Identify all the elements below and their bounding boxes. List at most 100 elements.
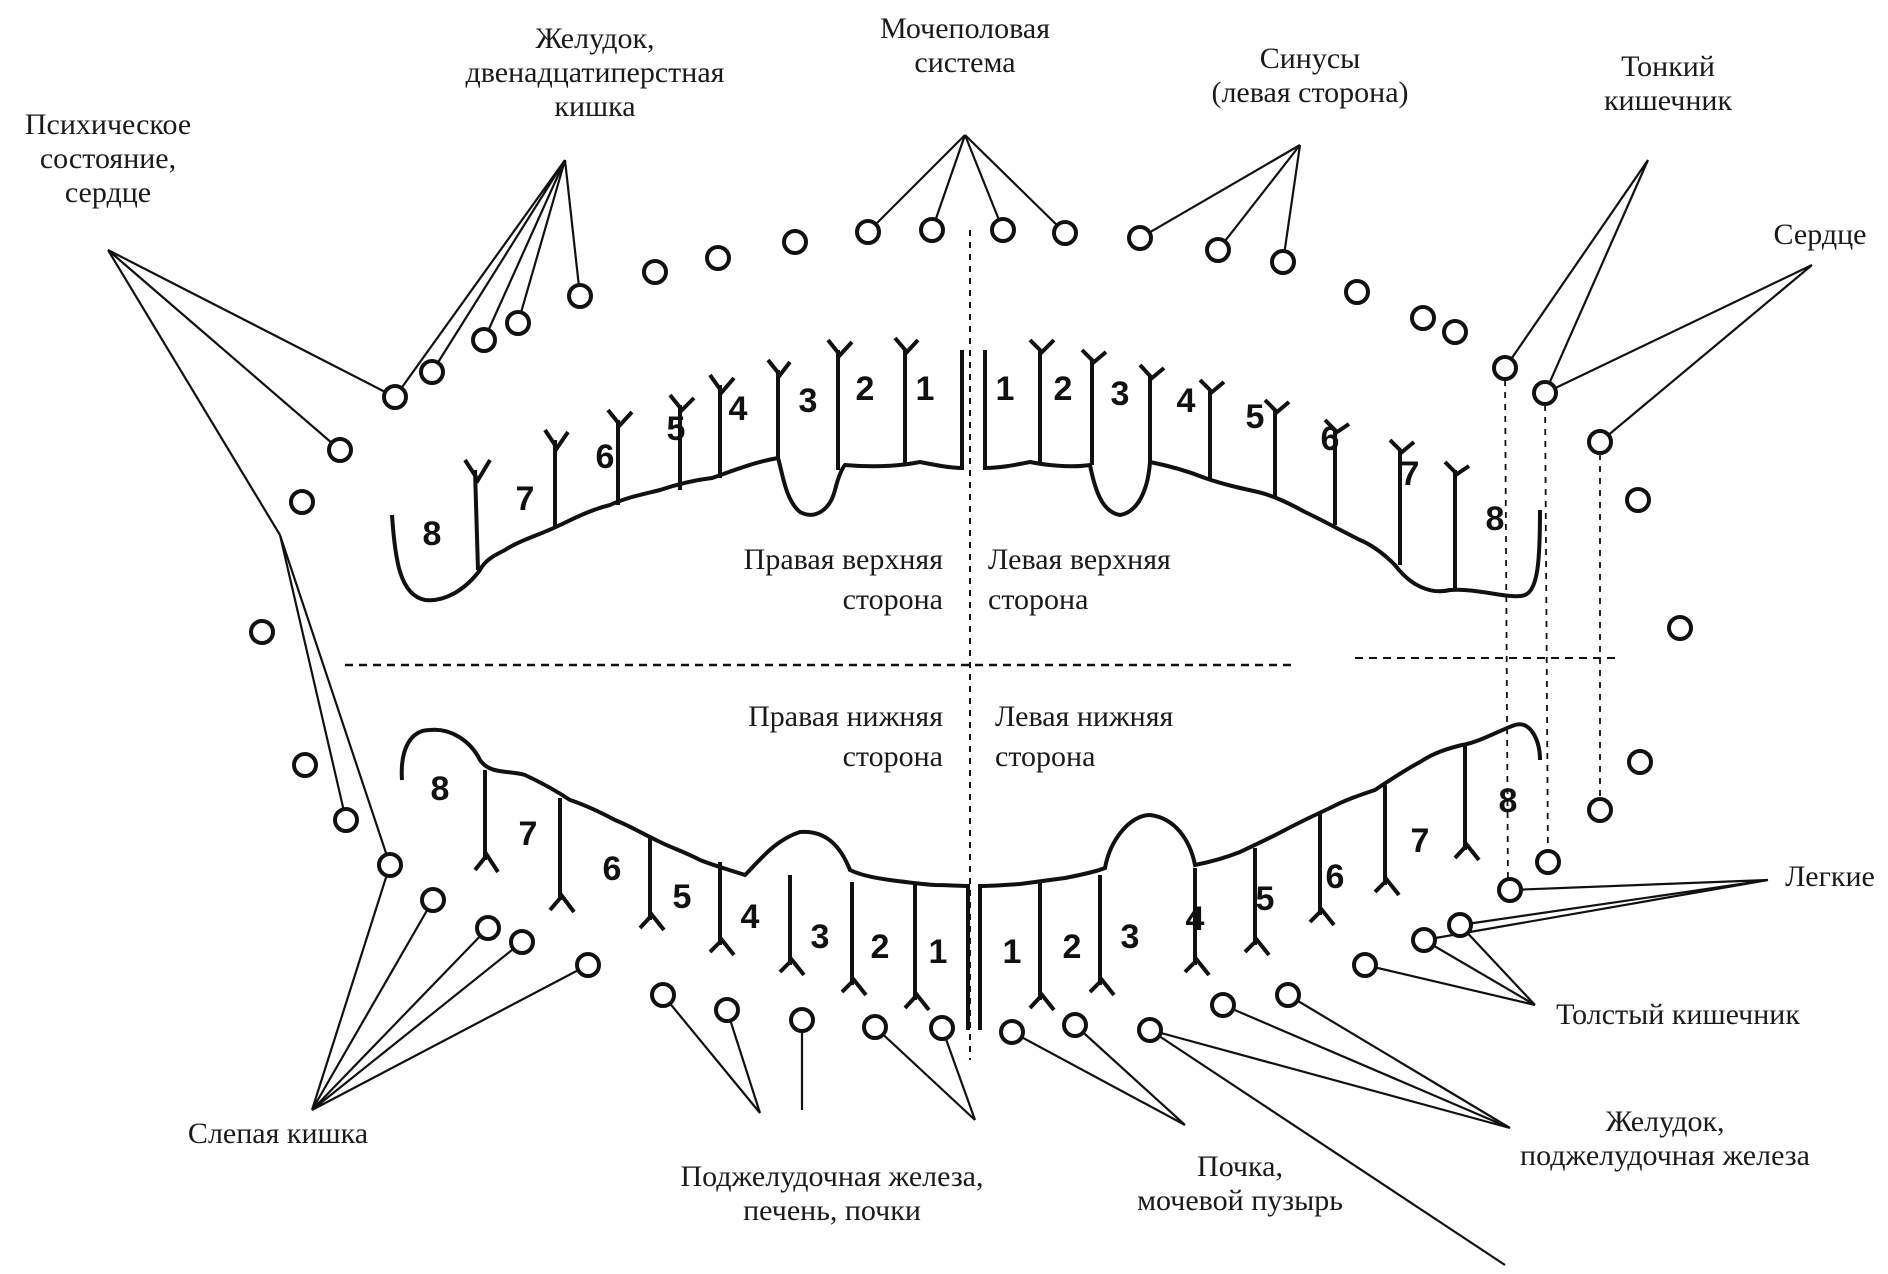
- organ-point-circle: [291, 491, 313, 513]
- tooth-number-upper-right-7: 2: [856, 370, 875, 408]
- label-line: двенадцатиперстная: [466, 56, 725, 90]
- label-stomach-duodenum: Желудок, двенадцатиперстная кишка: [466, 22, 725, 124]
- upper-tooth-dividers: [465, 338, 1469, 590]
- quadrant-line: сторона: [748, 737, 943, 777]
- organ-point-circle: [652, 984, 674, 1006]
- label-line: Психическое: [25, 108, 191, 142]
- tooth-number-upper-left-5: 5: [1246, 398, 1265, 436]
- connector-lines: [108, 135, 1812, 1265]
- organ-point-circle: [1001, 1021, 1023, 1043]
- tooth-number-upper-left-6: 6: [1321, 420, 1340, 458]
- label-line: Синусы: [1211, 42, 1408, 76]
- tooth-number-upper-left-8: 8: [1486, 500, 1505, 538]
- quadrant-lower-right: Правая нижняя сторона: [748, 697, 943, 777]
- tooth-number-upper-left-2: 2: [1054, 370, 1073, 408]
- label-line: кишка: [466, 90, 725, 124]
- organ-point-circle: [1277, 984, 1299, 1006]
- tooth-number-lower-right-4: 5: [673, 878, 692, 916]
- organ-point-circle: [569, 285, 591, 307]
- organ-point-circle: [1354, 954, 1376, 976]
- organ-point-circle: [1669, 617, 1691, 639]
- label-lungs: Легкие: [1785, 860, 1875, 894]
- organ-point-circle: [1129, 227, 1151, 249]
- organ-point-circle: [1413, 929, 1435, 951]
- quadrant-line: Левая нижняя: [995, 697, 1173, 737]
- label-line: Тонкий: [1604, 50, 1732, 84]
- organ-point-circle: [1054, 222, 1076, 244]
- label-line: Почка,: [1137, 1150, 1343, 1184]
- organ-point-circle: [864, 1016, 886, 1038]
- label-line: состояние,: [25, 142, 191, 176]
- label-line: сердце: [25, 176, 191, 210]
- upper-arch-outline: [392, 350, 1540, 600]
- quadrant-line: сторона: [988, 580, 1171, 620]
- tooth-number-lower-right-3: 6: [603, 850, 622, 888]
- organ-point-circle: [577, 954, 599, 976]
- label-line: Желудок,: [1520, 1105, 1810, 1139]
- organ-point-circle: [644, 261, 666, 283]
- tooth-number-lower-left-2: 2: [1063, 928, 1082, 966]
- organ-point-circle: [921, 219, 943, 241]
- organ-point-circle: [716, 999, 738, 1021]
- tooth-number-lower-left-3: 3: [1121, 918, 1140, 956]
- organ-point-circle: [1207, 239, 1229, 261]
- organ-point-circle: [992, 219, 1014, 241]
- tooth-number-upper-right-4: 5: [667, 410, 686, 448]
- tooth-number-lower-right-1: 8: [431, 770, 450, 808]
- label-line: система: [880, 46, 1050, 80]
- label-line: мочевой пузырь: [1137, 1184, 1343, 1218]
- organ-point-circle: [1346, 281, 1368, 303]
- quadrant-line: Правая нижняя: [748, 697, 943, 737]
- tooth-number-upper-left-3: 3: [1111, 375, 1130, 413]
- tooth-number-lower-right-2: 7: [519, 815, 538, 853]
- label-stomach-pancreas: Желудок, поджелудочная железа: [1520, 1105, 1810, 1173]
- label-pancreas-liver: Поджелудочная железа, печень, почки: [680, 1160, 983, 1228]
- tooth-number-upper-right-5: 4: [729, 390, 748, 428]
- tooth-number-upper-left-7: 7: [1401, 455, 1420, 493]
- organ-point-circle: [1629, 751, 1651, 773]
- quadrant-line: сторона: [995, 737, 1173, 777]
- tooth-number-lower-right-6: 3: [811, 918, 830, 956]
- organ-point-circle: [384, 386, 406, 408]
- label-kidney-bladder: Почка, мочевой пузырь: [1137, 1150, 1343, 1218]
- label-line: печень, почки: [680, 1194, 983, 1228]
- organ-point-circle: [473, 329, 495, 351]
- label-line: (левая сторона): [1211, 76, 1408, 110]
- label-small-intestine: Тонкий кишечник: [1604, 50, 1732, 118]
- organ-point-circle: [1589, 799, 1611, 821]
- tooth-number-upper-right-8: 1: [916, 370, 935, 408]
- tooth-number-lower-right-7: 2: [871, 928, 890, 966]
- label-line: кишечник: [1604, 84, 1732, 118]
- label-line: Слепая кишка: [188, 1117, 368, 1151]
- label-line: Толстый кишечник: [1556, 998, 1800, 1032]
- organ-point-circle: [421, 361, 443, 383]
- label-line: Поджелудочная железа,: [680, 1160, 983, 1194]
- organ-point-circle: [1537, 851, 1559, 873]
- organ-point-circle: [1139, 1019, 1161, 1041]
- organ-point-circle: [784, 231, 806, 253]
- label-line: Желудок,: [466, 22, 725, 56]
- label-line: поджелудочная железа: [1520, 1139, 1810, 1173]
- organ-point-circle: [1212, 994, 1234, 1016]
- organ-point-circle: [1272, 251, 1294, 273]
- quadrant-lower-left: Левая нижняя сторона: [995, 697, 1173, 777]
- label-heart: Сердце: [1774, 218, 1867, 252]
- organ-point-circle: [251, 621, 273, 643]
- label-line: Легкие: [1785, 860, 1875, 894]
- organ-point-circle: [294, 754, 316, 776]
- label-line: Мочеполовая: [880, 12, 1050, 46]
- label-line: Сердце: [1774, 218, 1867, 252]
- organ-point-circle: [1412, 307, 1434, 329]
- organ-point-circle: [511, 931, 533, 953]
- label-large-intestine: Толстый кишечник: [1556, 998, 1800, 1032]
- tooth-number-lower-left-7: 7: [1411, 822, 1430, 860]
- tooth-number-lower-right-8: 1: [929, 933, 948, 971]
- label-urogenital: Мочеполовая система: [880, 12, 1050, 80]
- tooth-number-upper-right-2: 7: [516, 480, 535, 518]
- tooth-number-upper-left-4: 4: [1177, 382, 1196, 420]
- organ-point-circle: [1494, 357, 1516, 379]
- organ-point-circle: [1449, 914, 1471, 936]
- organ-point-circle: [857, 221, 879, 243]
- quadrant-line: сторона: [744, 580, 943, 620]
